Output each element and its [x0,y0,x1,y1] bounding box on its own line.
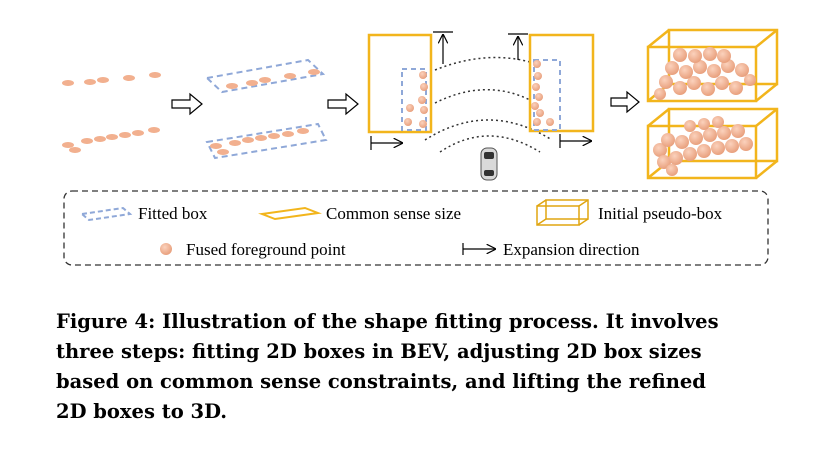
legend-common-sense-label: Common sense size [326,204,461,223]
legend-common-sense-swatch [258,206,322,221]
legend: Fitted box Common sense size Initial pse… [63,190,769,266]
step-arrow-2 [327,92,359,116]
caption-line-1: Figure 4: Illustration of the shape fitt… [56,310,719,333]
caption-line-2: three steps: fitting 2D boxes in BEV, ad… [56,340,702,363]
stage-size-adjustment [367,31,595,181]
legend-fitted-box-swatch [79,206,133,222]
legend-expansion-swatch [462,243,495,255]
shape-fitting-figure: Fitted box Common sense size Initial pse… [62,28,779,266]
legend-pseudo-box-label: Initial pseudo-box [598,204,723,223]
legend-point-label: Fused foreground point [186,240,346,259]
legend-point-swatch [160,243,172,255]
figure-caption: Figure 4: Illustration of the shape fitt… [56,307,796,427]
ego-car-icon [480,147,498,181]
step-arrow-1 [171,92,203,116]
caption-line-4: 2D boxes to 3D. [56,400,228,423]
stage-3d-boxes [646,28,779,180]
legend-fitted-box-label: Fitted box [138,204,208,223]
caption-line-3: based on common sense constraints, and l… [56,370,706,393]
stage-fitted-boxes [204,58,328,160]
legend-pseudo-box-swatch [536,199,589,226]
stage-raw-points [62,72,161,153]
step-arrow-3 [610,90,640,114]
legend-expansion-label: Expansion direction [503,240,640,259]
